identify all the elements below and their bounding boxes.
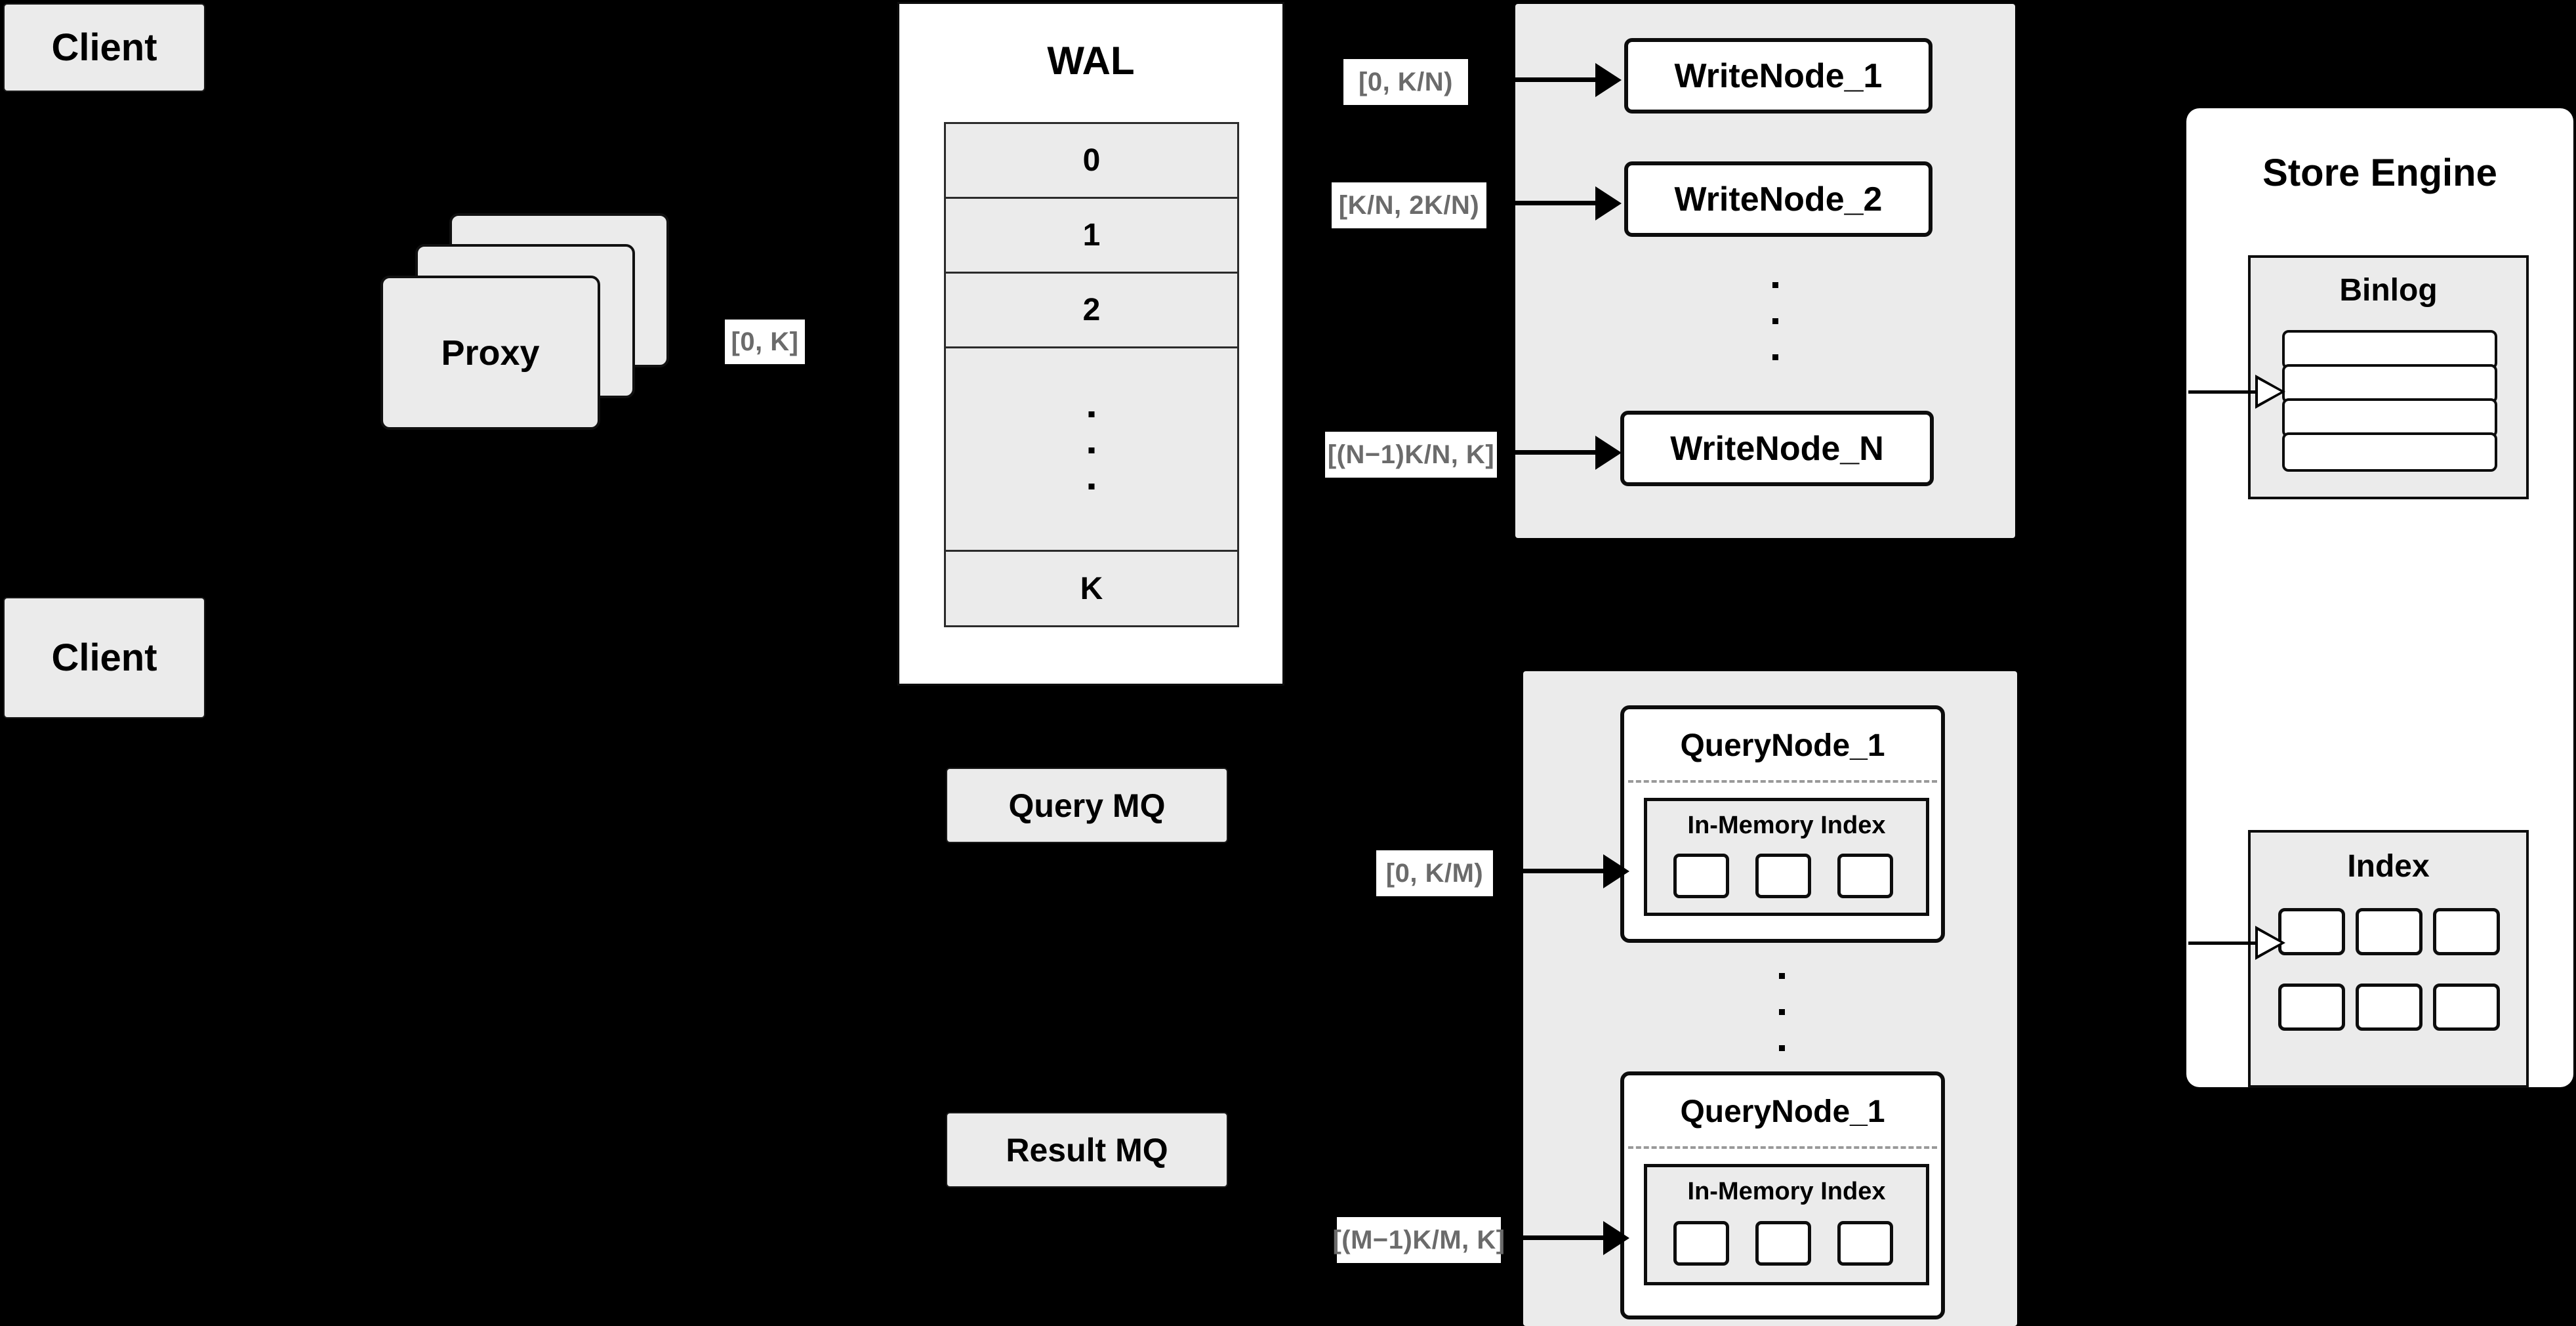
index-cell[interactable]: [2433, 984, 2500, 1031]
index-cell[interactable]: [2356, 984, 2423, 1031]
proxy-stack[interactable]: Proxy: [380, 213, 669, 436]
wal-title: WAL: [1047, 39, 1135, 83]
in-memory-index-cell[interactable]: [1837, 1221, 1893, 1266]
binlog-row[interactable]: [2282, 398, 2497, 438]
wal-entry-table: 0 1 2 K: [944, 122, 1239, 627]
binlog-row[interactable]: [2282, 330, 2497, 369]
query-node-arrow-head-1: [1603, 854, 1629, 888]
write-node-label: WriteNode_N: [1670, 429, 1884, 468]
binlog-row[interactable]: [2282, 364, 2497, 404]
query-node-card-2[interactable]: QueryNode_1 In-Memory Index: [1620, 1071, 1945, 1319]
wal-entry-row[interactable]: 0: [946, 124, 1237, 199]
query-node-divider: [1628, 1146, 1937, 1149]
query-node-range-label-2: [(M−1)K/M, K]: [1332, 1217, 1505, 1263]
write-node-range-label-1: [0, K/N): [1343, 59, 1468, 105]
query-node-divider: [1628, 780, 1937, 783]
write-node-range-label-2: [K/N, 2K/N): [1332, 182, 1486, 228]
query-node-arrow-head-2: [1603, 1221, 1629, 1255]
query-node-arrow-line-2: [1503, 1235, 1603, 1240]
write-node-card-n[interactable]: WriteNode_N: [1620, 411, 1934, 486]
index-cell[interactable]: [2278, 984, 2345, 1031]
store-engine-panel: Store Engine Binlog Index: [2186, 108, 2573, 1088]
query-node-arrow-line-1: [1496, 869, 1603, 873]
index-cell[interactable]: [2356, 908, 2423, 955]
wal-entry-row[interactable]: K: [1080, 571, 1103, 606]
in-memory-index-cell[interactable]: [1673, 854, 1729, 898]
wal-entry-row[interactable]: 1: [946, 199, 1237, 274]
binlog-row[interactable]: [2282, 432, 2497, 472]
wal-entry-row[interactable]: 2: [946, 274, 1237, 349]
index-cell[interactable]: [2433, 908, 2500, 955]
index-arrow-line: [2188, 942, 2258, 945]
binlog-title: Binlog: [2339, 273, 2438, 308]
wal-entry-ellipsis-row: [946, 348, 1237, 552]
write-node-arrow-line-2: [1489, 201, 1595, 205]
query-node-ellipsis-dots: [1779, 973, 1785, 1051]
client-box-2[interactable]: Client: [3, 597, 205, 718]
client-box-1[interactable]: Client: [3, 3, 205, 92]
write-node-arrow-line-n: [1500, 450, 1595, 455]
write-node-group: WriteNode_1 WriteNode_2 WriteNode_N: [1515, 4, 2015, 538]
query-mq-label: Query MQ: [1008, 787, 1166, 824]
binlog-box: Binlog: [2248, 255, 2529, 499]
result-mq-box[interactable]: Result MQ: [946, 1112, 1228, 1188]
proxy-card-front[interactable]: Proxy: [380, 276, 600, 430]
client-label: Client: [51, 636, 157, 679]
store-engine-title: Store Engine: [2262, 152, 2497, 194]
result-mq-label: Result MQ: [1006, 1131, 1168, 1169]
proxy-output-range-label: [0, K]: [725, 320, 805, 364]
index-title: Index: [2347, 849, 2430, 884]
wal-ellipsis-dots: [1088, 411, 1095, 490]
index-box: Index: [2248, 830, 2529, 1088]
query-node-title: QueryNode_1: [1680, 1094, 1885, 1129]
in-memory-index-cell[interactable]: [1755, 1221, 1811, 1266]
index-arrow-head: [2255, 926, 2288, 961]
write-node-arrow-line-1: [1477, 77, 1595, 82]
binlog-arrow-head: [2255, 375, 2288, 410]
write-node-range-label-n: [(N−1)K/N, K]: [1325, 432, 1497, 478]
write-node-label: WriteNode_1: [1674, 56, 1883, 95]
in-memory-index-cell[interactable]: [1837, 854, 1893, 898]
in-memory-index-cell[interactable]: [1673, 1221, 1729, 1266]
write-node-card-1[interactable]: WriteNode_1: [1624, 38, 1932, 114]
write-node-ellipsis-dots: [1772, 282, 1778, 360]
in-memory-index-title: In-Memory Index: [1687, 1178, 1886, 1205]
query-mq-box[interactable]: Query MQ: [946, 768, 1228, 843]
index-cell[interactable]: [2278, 908, 2345, 955]
write-node-label: WriteNode_2: [1674, 180, 1883, 218]
wal-panel: WAL 0 1 2 K: [897, 2, 1284, 686]
client-label: Client: [51, 26, 157, 69]
binlog-arrow-line: [2188, 390, 2258, 394]
query-node-title: QueryNode_1: [1680, 728, 1885, 763]
write-node-card-2[interactable]: WriteNode_2: [1624, 161, 1932, 237]
in-memory-index-box: In-Memory Index: [1644, 798, 1929, 916]
query-node-card-1[interactable]: QueryNode_1 In-Memory Index: [1620, 705, 1945, 943]
proxy-label: Proxy: [441, 333, 540, 373]
write-node-arrow-head-2: [1595, 186, 1622, 220]
in-memory-index-cell[interactable]: [1755, 854, 1811, 898]
in-memory-index-title: In-Memory Index: [1687, 812, 1886, 839]
query-node-group: QueryNode_1 In-Memory Index QueryNode_1 …: [1523, 671, 2017, 1326]
query-node-range-label-1: [0, K/M): [1376, 850, 1493, 896]
write-node-arrow-head-1: [1595, 63, 1622, 97]
in-memory-index-box: In-Memory Index: [1644, 1164, 1929, 1285]
write-node-arrow-head-n: [1595, 436, 1622, 470]
